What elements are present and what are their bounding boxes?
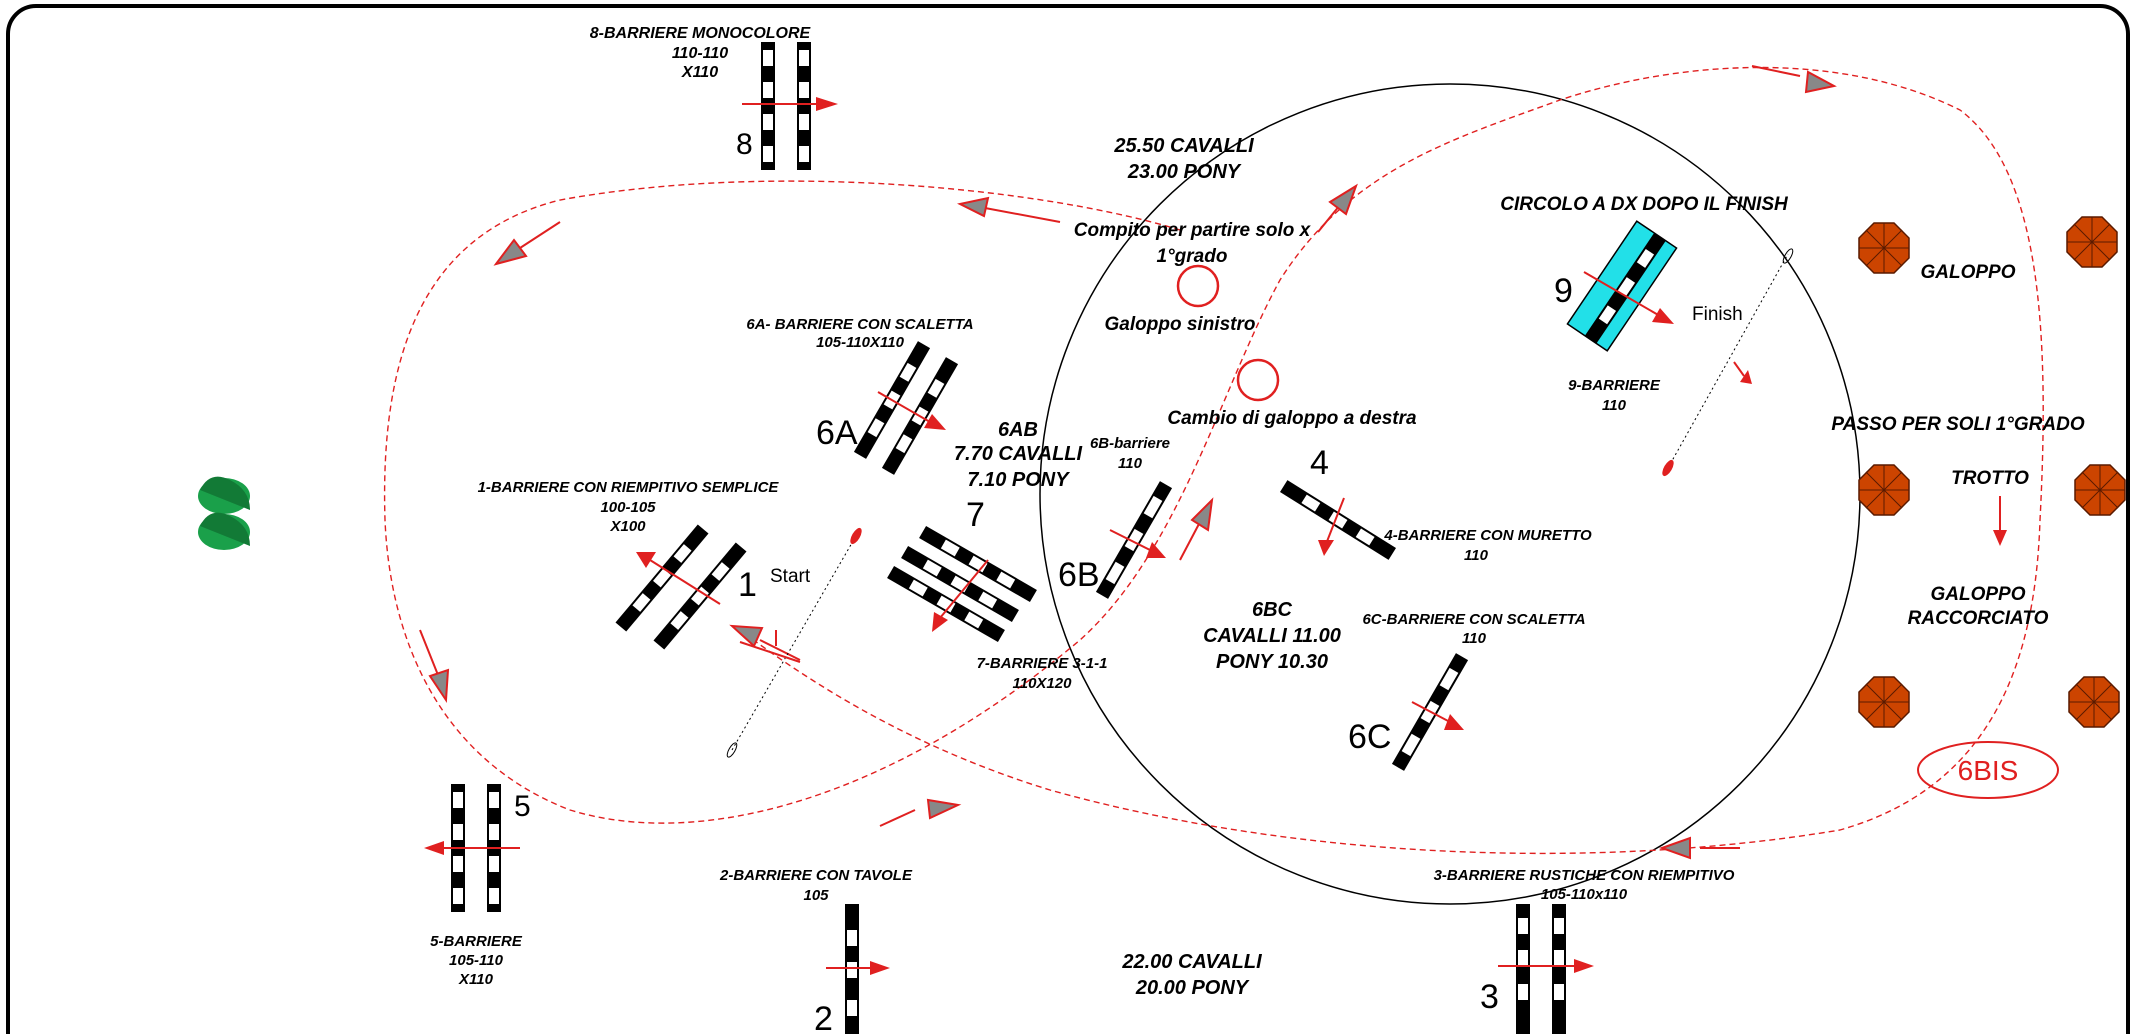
finish-label: Finish [1692, 304, 1743, 325]
gallop-note: GALOPPO [1920, 262, 2015, 283]
time-6ab: 6AB 7.70 CAVALLI 7.10 PONY [954, 419, 1083, 491]
svg-text:7.10 PONY: 7.10 PONY [967, 469, 1070, 491]
bis-label: 6BIS [1958, 755, 2019, 786]
obstacle-9-number: 9 [1554, 272, 1573, 310]
svg-text:22.00 CAVALLI: 22.00 CAVALLI [1121, 951, 1262, 973]
obstacle-5: 5 5-BARRIERE 105-110 X110 [424, 784, 531, 988]
arena-border [6, 4, 2130, 1034]
obstacle-4-number: 4 [1310, 444, 1329, 482]
obstacle-6b: 6B 6B-barriere 110 [1058, 435, 1173, 599]
obstacle-3-dims: 105-110x110 [1541, 886, 1628, 903]
trot-note: TROTTO [1951, 468, 2029, 489]
obstacle-2-dims: 105 [803, 887, 829, 904]
obstacle-1-dims-a: 100-105 [600, 499, 656, 516]
obstacle-4-desc: 4-BARRIERE CON MURETTO [1383, 527, 1592, 544]
svg-text:CAVALLI 11.00: CAVALLI 11.00 [1203, 625, 1341, 647]
svg-text:6BC: 6BC [1252, 599, 1293, 621]
obstacle-1: 1 1-BARRIERE CON RIEMPITIVO SEMPLICE 100… [478, 479, 780, 650]
obstacle-7-desc: 7-BARRIERE 3-1-1 [977, 655, 1108, 672]
obstacle-4-dims: 110 [1464, 547, 1489, 564]
obstacle-8-dims-b: X110 [681, 64, 718, 81]
svg-text:7.70 CAVALLI: 7.70 CAVALLI [954, 443, 1083, 465]
obstacle-9-dims: 110 [1602, 397, 1627, 414]
obstacle-8-desc: 8-BARRIERE MONOCOLORE [590, 25, 812, 42]
svg-text:Cambio di galoppo a destra: Cambio di galoppo a destra [1167, 408, 1417, 429]
walk-note: PASSO PER SOLI 1°GRADO [1831, 414, 2084, 435]
collected-note-1: GALOPPO [1930, 584, 2025, 605]
obstacle-6b-dims: 110 [1118, 455, 1143, 472]
obstacle-1-number: 1 [738, 566, 757, 604]
obstacle-6a-desc: 6A- BARRIERE CON SCALETTA [746, 316, 973, 333]
obstacle-5-dims-a: 105-110 [449, 952, 504, 969]
obstacle-9: 9 9-BARRIERE 110 [1554, 220, 1678, 414]
start-label: Start [770, 566, 811, 587]
svg-text:Compito per partire solo x: Compito per partire solo x [1074, 220, 1312, 241]
obstacle-6a-dims: 105-110X110 [816, 334, 905, 351]
obstacle-6b-desc: 6B-barriere [1090, 435, 1170, 452]
time-bottom: 22.00 CAVALLI 20.00 PONY [1121, 951, 1262, 999]
logo-icon [198, 476, 250, 550]
obstacle-1-desc: 1-BARRIERE CON RIEMPITIVO SEMPLICE [478, 479, 780, 496]
course-route [383, 66, 2044, 855]
obstacle-7-number: 7 [966, 496, 985, 534]
obstacle-6c-desc: 6C-BARRIERE CON SCALETTA [1362, 611, 1585, 628]
finish-gate: Finish [1662, 248, 1794, 477]
obstacle-3-desc: 3-BARRIERE RUSTICHE CON RIEMPITIVO [1434, 867, 1735, 884]
obstacle-4: 4 4-BARRIERE CON MURETTO 110 [1280, 444, 1592, 564]
obstacle-5-dims-b: X110 [458, 971, 494, 988]
obstacle-5-desc: 5-BARRIERE [430, 933, 523, 950]
svg-text:20.00 PONY: 20.00 PONY [1135, 977, 1250, 999]
svg-text:23.00 PONY: 23.00 PONY [1127, 161, 1242, 183]
obstacle-6a: 6A 6A- BARRIERE CON SCALETTA 105-110X110 [746, 316, 974, 475]
obstacle-1-dims-b: X100 [609, 518, 646, 535]
obstacle-8-number: 8 [736, 128, 753, 161]
task-note: Compito per partire solo x 1°grado Galop… [1074, 220, 1417, 429]
route-arrows [419, 65, 1837, 860]
svg-text:Galoppo sinistro: Galoppo sinistro [1105, 314, 1256, 335]
start-gate: Start [726, 527, 862, 758]
obstacle-8-dims-a: 110-110 [672, 45, 728, 62]
obstacle-7: 7 7-BARRIERE 3-1-1 110X120 [887, 496, 1107, 692]
obstacle-2: 2 2-BARRIERE CON TAVOLE 105 [719, 867, 913, 1034]
svg-text:25.50 CAVALLI: 25.50 CAVALLI [1113, 135, 1254, 157]
svg-text:PONY 10.30: PONY 10.30 [1216, 651, 1328, 673]
right-notes: CIRCOLO A DX DOPO IL FINISH GALOPPO PASS… [1500, 194, 2085, 799]
obstacle-8: 8 8-BARRIERE MONOCOLORE 110-110 X110 [590, 25, 838, 170]
collected-note-2: RACCORCIATO [1908, 608, 2049, 629]
time-6bc: 6BC CAVALLI 11.00 PONY 10.30 [1203, 599, 1341, 673]
obstacle-6b-number: 6B [1058, 556, 1100, 594]
obstacle-3-number: 3 [1480, 978, 1499, 1016]
obstacle-2-number: 2 [814, 1000, 833, 1034]
circle-note: CIRCOLO A DX DOPO IL FINISH [1500, 194, 1789, 215]
obstacle-2-desc: 2-BARRIERE CON TAVOLE [719, 867, 913, 884]
obstacle-5-number: 5 [514, 790, 531, 823]
obstacle-6a-number: 6A [816, 414, 858, 452]
time-top: 25.50 CAVALLI 23.00 PONY [1113, 135, 1254, 183]
obstacle-6c-dims: 110 [1462, 630, 1487, 647]
obstacle-6c: 6C 6C-BARRIERE CON SCALETTA 110 [1348, 611, 1586, 771]
obstacle-3: 3 3-BARRIERE RUSTICHE CON RIEMPITIVO 105… [1434, 867, 1735, 1034]
obstacle-9-desc: 9-BARRIERE [1568, 377, 1661, 394]
svg-text:6AB: 6AB [998, 419, 1038, 441]
obstacle-6c-number: 6C [1348, 718, 1391, 756]
svg-text:1°grado: 1°grado [1157, 246, 1228, 267]
obstacle-7-dims: 110X120 [1013, 675, 1073, 692]
